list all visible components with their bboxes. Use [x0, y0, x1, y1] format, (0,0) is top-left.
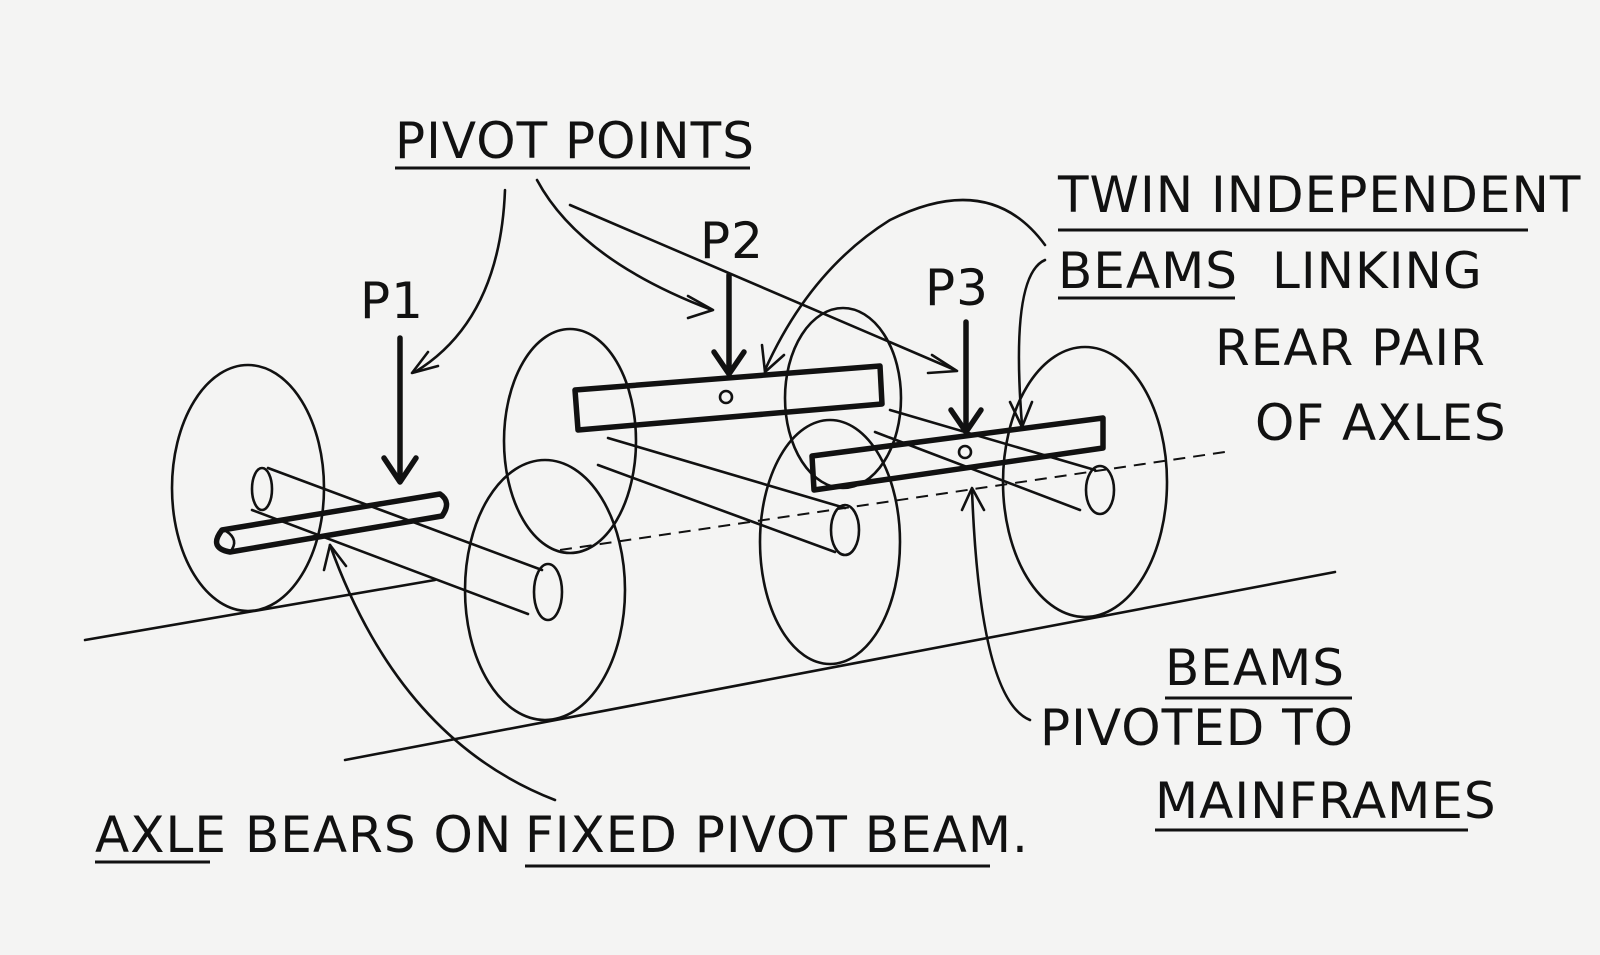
wheel-middle-left	[502, 327, 638, 555]
axle-2-end	[829, 503, 861, 557]
middle-axle-assembly	[502, 327, 902, 666]
mainframe-leader	[960, 486, 1032, 722]
axle-1-end	[532, 562, 564, 622]
wheel-middle-right	[758, 418, 902, 666]
twin-beams	[572, 363, 1106, 493]
label-twin-line1: TWIN INDEPENDENT	[1057, 166, 1581, 224]
front-axle-assembly	[170, 363, 627, 722]
axle-1-top-edge	[266, 466, 544, 572]
label-p3: P3	[925, 259, 989, 317]
twin-leaders	[760, 198, 1047, 429]
label-fixed-pivot-beam: FIXED PIVOT BEAM.	[525, 806, 1029, 864]
wheel-rear-right	[1001, 345, 1169, 619]
pivot-leaders	[410, 178, 959, 375]
beam-upper	[572, 363, 885, 433]
beam-lower	[809, 415, 1106, 493]
pivot-p3-marker	[957, 444, 973, 460]
label-p1: P1	[360, 272, 424, 330]
label-twin-line2a: BEAMS	[1058, 242, 1238, 300]
label-bears-on: BEARS ON	[245, 806, 512, 864]
pivot-p2-marker	[718, 389, 734, 405]
label-pivot-points: PIVOT POINTS	[395, 112, 755, 170]
fixed-pivot-beam	[213, 491, 450, 555]
axle-1-bottom-edge	[250, 508, 530, 616]
wheel-front-left	[170, 363, 326, 613]
label-twin-line4: OF AXLES	[1255, 394, 1507, 452]
label-twin-line2b: LINKING	[1272, 242, 1483, 300]
label-p2: P2	[700, 212, 764, 270]
pivot-arrows	[381, 272, 984, 485]
wheel-front-right	[463, 458, 627, 722]
label-axle: AXLE	[95, 806, 227, 864]
label-pivoted-to: PIVOTED TO	[1040, 699, 1354, 757]
axle-3-end	[1084, 464, 1116, 516]
rear-axle-assembly	[783, 306, 1169, 619]
label-mainframes: MAINFRAMES	[1155, 772, 1497, 830]
label-beams: BEAMS	[1165, 639, 1345, 697]
label-twin-line3: REAR PAIR	[1215, 319, 1486, 377]
axle-leader	[322, 543, 557, 802]
